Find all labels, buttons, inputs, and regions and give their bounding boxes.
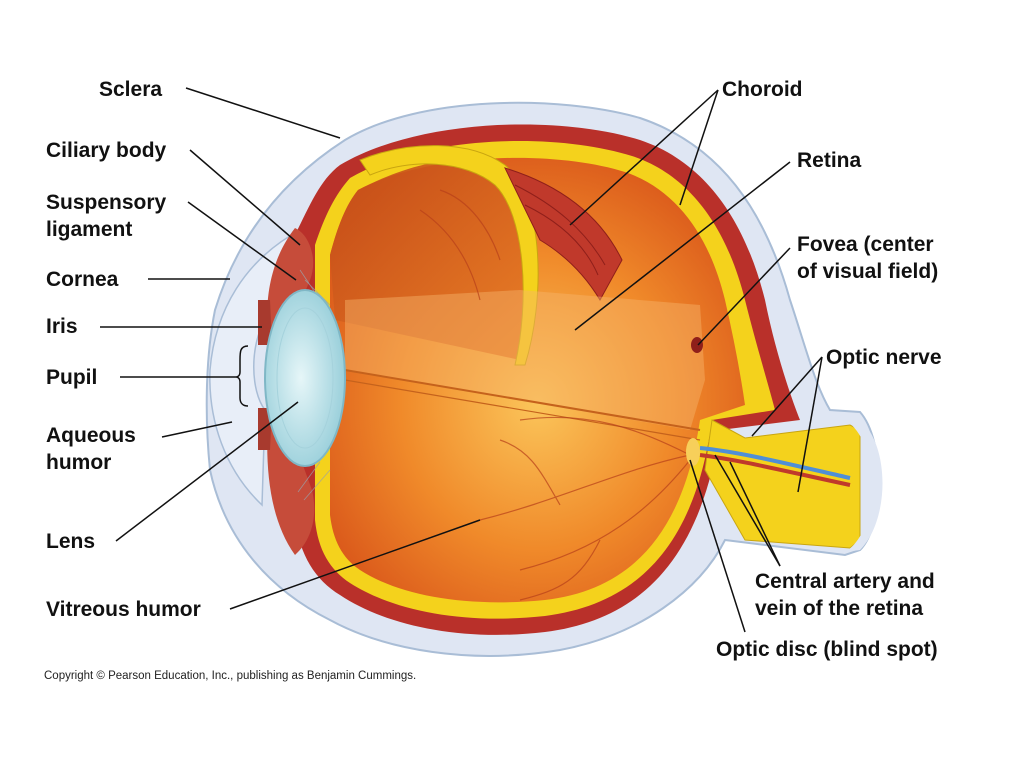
section-plane [345, 290, 705, 430]
central-artery [699, 453, 851, 487]
label-suspensory-ligament: Suspensory ligament [46, 189, 166, 243]
label-ciliary-body: Ciliary body [46, 139, 167, 162]
optic-disc [686, 438, 700, 466]
label-cornea: Cornea [46, 268, 119, 291]
label-retina: Retina [797, 149, 862, 172]
label-lens: Lens [46, 530, 96, 553]
copyright-text: Copyright © Pearson Education, Inc., pub… [44, 670, 417, 682]
label-vitreous-humor: Vitreous humor [46, 598, 201, 621]
iris-upper [258, 300, 272, 345]
retina-flap [359, 145, 539, 366]
label-sclera: Sclera [99, 78, 163, 101]
label-fovea-line-1: Fovea (center [797, 233, 934, 256]
cornea [209, 228, 302, 507]
optic-nerve-cap [845, 420, 883, 552]
ciliary-body [267, 228, 314, 330]
label-suspensory-line-1: Suspensory [46, 191, 167, 214]
label-optic-nerve: Optic nerve [826, 346, 942, 369]
ciliary-body-lower [267, 420, 315, 555]
label-fovea-line-2: of visual field) [797, 260, 939, 283]
label-choroid: Choroid [722, 78, 803, 101]
label-central-line-1: Central artery and [755, 570, 935, 593]
label-optic-disc: Optic disc (blind spot) [716, 638, 938, 661]
fovea [691, 337, 703, 353]
label-aqueous-humor: Aqueous humor [46, 422, 136, 476]
central-vein [699, 446, 851, 480]
label-aqueous-line-1: Aqueous [46, 424, 136, 447]
cutaway-cavity [330, 159, 528, 360]
label-central-artery-vein: Central artery and vein of the retina [755, 568, 935, 622]
retinal-vessels [419, 189, 691, 601]
label-suspensory-line-2: ligament [46, 218, 133, 241]
label-central-line-2: vein of the retina [755, 597, 924, 620]
label-iris: Iris [46, 315, 78, 338]
leader-lines [100, 87, 823, 633]
choroid-flap [504, 167, 623, 302]
label-fovea: Fovea (center of visual field) [797, 231, 938, 285]
label-aqueous-line-2: humor [46, 451, 112, 474]
label-pupil: Pupil [46, 366, 98, 389]
lens-shape [264, 289, 346, 467]
